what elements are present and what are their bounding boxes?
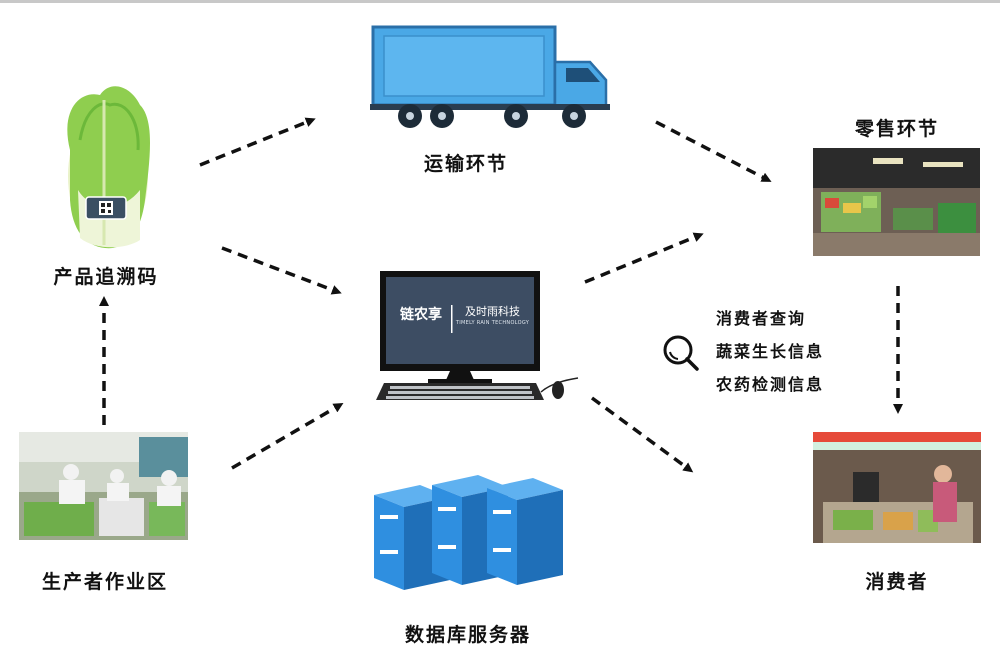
production-photo: [19, 432, 188, 540]
arrow-truck-to-retail: [655, 120, 772, 182]
monitor-brand-text: 链农享: [400, 307, 442, 323]
server-block-right: [487, 478, 563, 585]
arrow-computer-to-retail: [584, 232, 704, 284]
arrow-production-to-computer: [231, 402, 344, 470]
retail-photo: [813, 148, 980, 256]
monitor-company-text: 及时雨科技: [465, 305, 520, 318]
query-item: 农药检测信息: [716, 375, 825, 394]
label-production: 生产者作业区: [41, 571, 169, 593]
monitor-screen: [386, 277, 534, 364]
arrow-cabbage-to-truck: [199, 117, 316, 167]
label-retail: 零售环节: [854, 118, 940, 140]
top-border: [0, 0, 1000, 3]
label-consumer: 消费者: [865, 571, 929, 593]
label-transport: 运输环节: [423, 153, 509, 175]
query-item: 蔬菜生长信息: [716, 342, 825, 361]
arrow-cabbage-to-computer: [221, 246, 342, 295]
arrow-computer-to-consumer: [590, 396, 694, 473]
label-database: 数据库服务器: [404, 624, 532, 646]
consumer-photo: [813, 432, 981, 543]
query-item: 消费者查询: [716, 309, 807, 328]
monitor-company-en-text: TIMELY RAIN TECHNOLOGY: [455, 320, 530, 326]
label-trace-code: 产品追溯码: [53, 266, 159, 288]
query-info-list: 消费者查询 蔬菜生长信息 农药检测信息: [716, 302, 824, 401]
